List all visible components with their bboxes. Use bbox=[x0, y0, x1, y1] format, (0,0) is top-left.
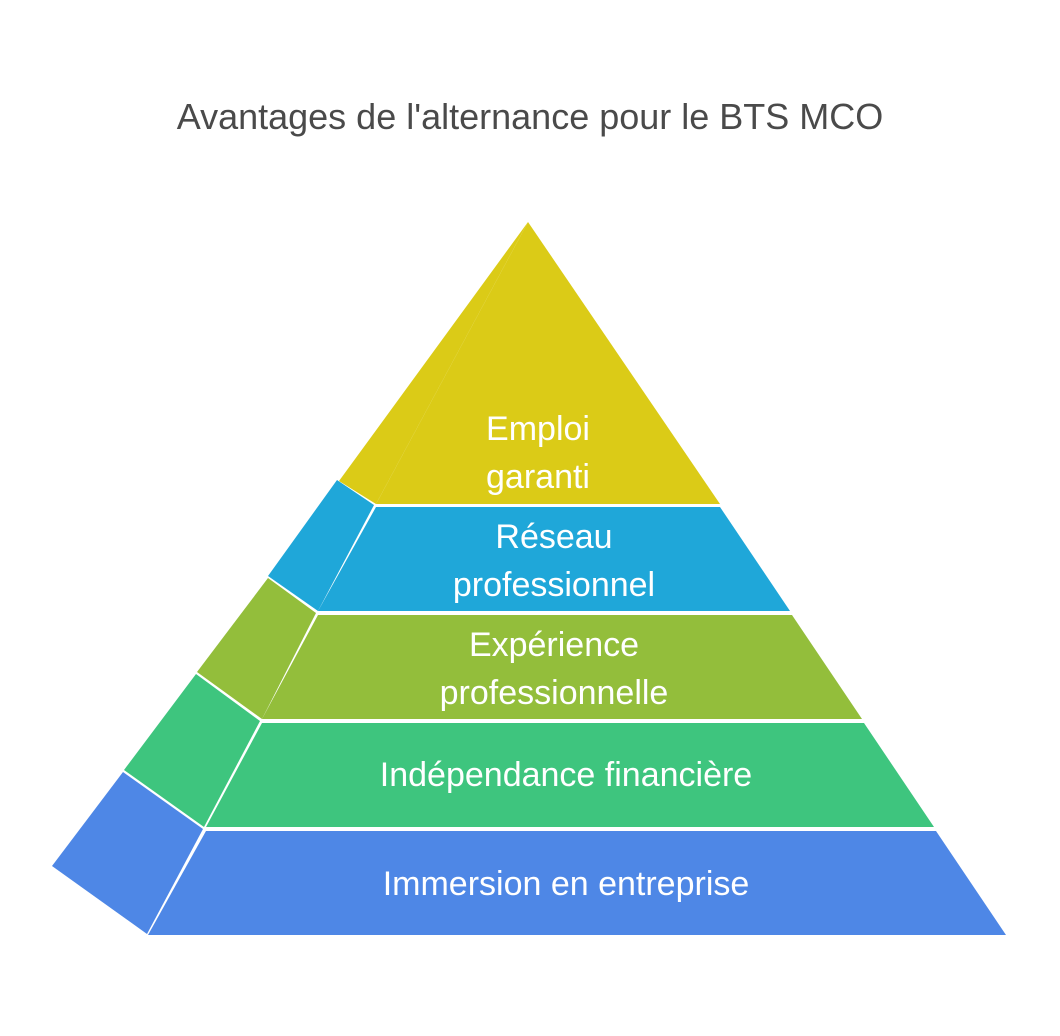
tier-2-side-face bbox=[268, 480, 374, 611]
tier-5-label: Immersion en entreprise bbox=[383, 865, 750, 903]
tier-5-side-face bbox=[52, 772, 203, 934]
tier-independance-financiere: Indépendance financière bbox=[124, 674, 934, 827]
tier-4-side-face bbox=[124, 674, 260, 827]
tier-2-label-line1: Réseau bbox=[495, 518, 612, 556]
tier-3-label-line2: professionnelle bbox=[440, 674, 669, 712]
tier-3-label-line1: Expérience bbox=[469, 626, 639, 664]
tier-3-front-face bbox=[262, 615, 862, 719]
tier-top-label-line2: garanti bbox=[486, 458, 590, 496]
tier-top-side-face bbox=[339, 222, 528, 504]
tier-reseau-professionnel: Réseau professionnel bbox=[268, 480, 790, 611]
tier-top-label-line1: Emploi bbox=[486, 410, 590, 448]
tier-3-side-face bbox=[197, 578, 316, 719]
tier-5-front-face bbox=[148, 831, 1006, 935]
tier-4-front-face bbox=[206, 723, 934, 827]
page-title: Avantages de l'alternance pour le BTS MC… bbox=[176, 96, 884, 137]
tier-2-label-line2: professionnel bbox=[453, 566, 655, 604]
tier-4-label: Indépendance financière bbox=[380, 756, 752, 794]
tier-experience-professionnelle: Expérience professionnelle bbox=[197, 578, 862, 719]
tier-immersion-en-entreprise: Immersion en entreprise bbox=[52, 772, 1006, 935]
tier-2-front-face bbox=[318, 507, 790, 611]
tier-top-front-face bbox=[376, 222, 720, 504]
tier-emploi-garanti: Emploi garanti bbox=[339, 222, 720, 504]
